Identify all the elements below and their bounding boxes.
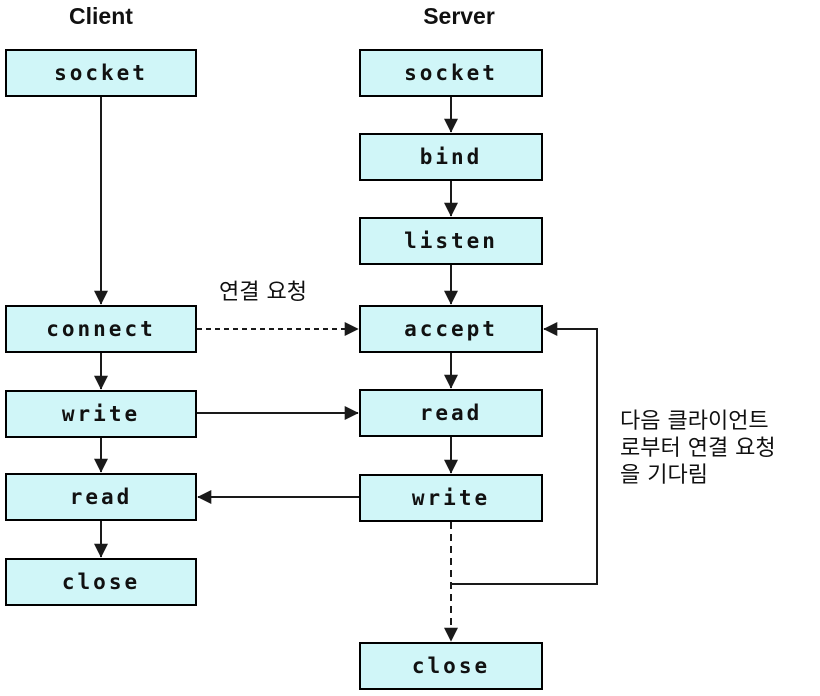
node-server-bind: bind: [359, 133, 543, 181]
node-client-socket: socket: [5, 49, 197, 97]
wait-next-client-line-3: 을 기다림: [620, 463, 708, 488]
node-server-listen: listen: [359, 217, 543, 265]
wait-next-client-line-2: 로부터 연결 요청: [620, 436, 776, 461]
node-client-close: close: [5, 558, 197, 606]
node-server-accept: accept: [359, 305, 543, 353]
node-client-read: read: [5, 473, 197, 521]
arrow-loopback-to-accept: [452, 322, 598, 585]
server-column-title: Server: [423, 3, 495, 29]
connection-request-label: 연결 요청: [219, 280, 307, 305]
node-server-write: write: [359, 474, 543, 522]
node-server-close: close: [359, 642, 543, 690]
node-client-connect: connect: [5, 305, 197, 353]
wait-next-client-label: 다음 클라이언트 로부터 연결 요청 을 기다림: [620, 408, 776, 489]
node-server-socket: socket: [359, 49, 543, 97]
node-client-write: write: [5, 390, 197, 438]
client-column-title: Client: [69, 3, 133, 29]
wait-next-client-line-1: 다음 클라이언트: [620, 409, 769, 434]
node-server-read: read: [359, 389, 543, 437]
